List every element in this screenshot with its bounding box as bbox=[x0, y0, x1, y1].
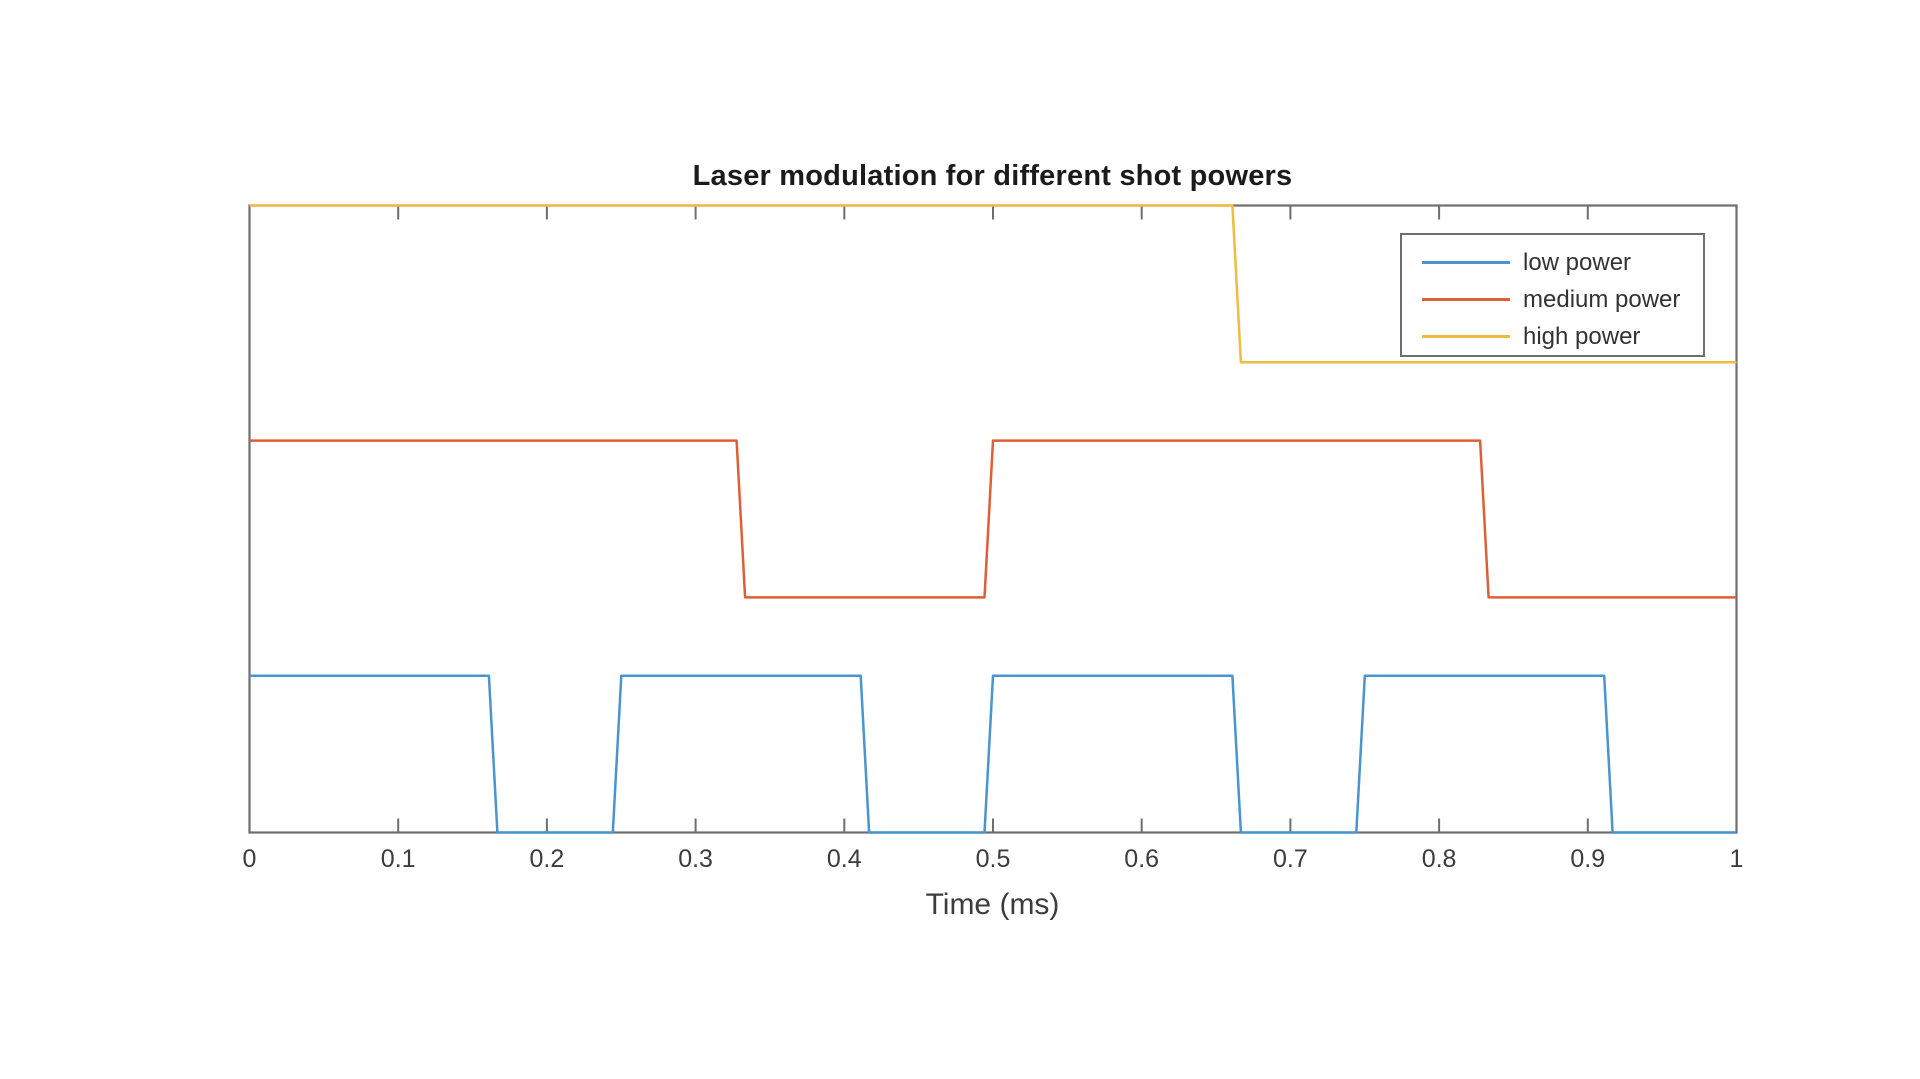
legend-line-swatch bbox=[1422, 298, 1510, 301]
legend-line-swatch bbox=[1422, 335, 1510, 338]
x-axis-label: Time (ms) bbox=[925, 888, 1060, 921]
x-tick-label: 1 bbox=[1729, 845, 1744, 873]
x-tick-label: 0 bbox=[242, 845, 257, 873]
x-tick-label: 0.4 bbox=[826, 845, 862, 873]
legend-item: medium power bbox=[1402, 281, 1703, 318]
x-tick-label: 0.6 bbox=[1124, 845, 1160, 873]
legend-item: high power bbox=[1402, 318, 1703, 355]
series-line-low-power bbox=[249, 674, 1737, 834]
x-tick-label: 0.7 bbox=[1273, 845, 1308, 873]
legend-item: low power bbox=[1402, 244, 1703, 281]
x-tick-label: 0.1 bbox=[380, 845, 416, 873]
chart-title: Laser modulation for different shot powe… bbox=[692, 160, 1293, 192]
legend-label: medium power bbox=[1523, 285, 1681, 313]
x-tick-label: 0.5 bbox=[975, 845, 1011, 873]
series-line-medium-power bbox=[249, 439, 1737, 599]
legend-label: high power bbox=[1523, 322, 1641, 350]
series-line-high-power bbox=[249, 204, 1737, 364]
plot-area bbox=[248, 204, 1738, 834]
x-tick-label: 0.9 bbox=[1570, 845, 1606, 873]
legend-line-swatch bbox=[1422, 261, 1510, 264]
x-tick-label: 0.3 bbox=[678, 845, 713, 873]
legend: low power medium power high power bbox=[1400, 233, 1705, 357]
x-tick-label: 0.8 bbox=[1421, 845, 1457, 873]
legend-label: low power bbox=[1523, 248, 1632, 276]
x-tick-label: 0.2 bbox=[529, 845, 565, 873]
